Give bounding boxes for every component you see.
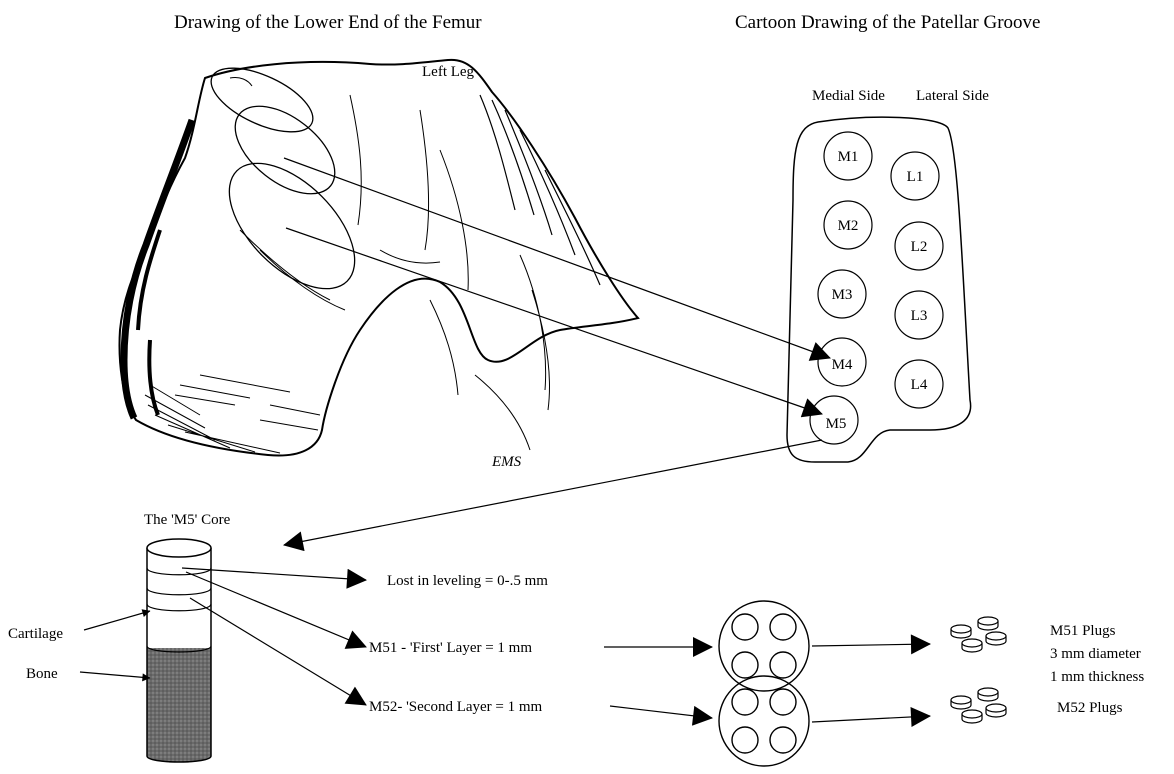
lateral-site-l3: L3 [895,291,943,339]
m52-plugs-title: M52 Plugs [1057,700,1123,716]
groove-title: Cartoon Drawing of the Patellar Groove [735,12,1041,33]
arrow-cartilage [84,611,150,630]
m4-label: M4 [832,357,853,373]
m51-disc [719,601,809,691]
arrow-m5-to-core [284,440,822,545]
lost-in-leveling-label: Lost in leveling = 0-.5 mm [387,573,548,589]
arrow-disc-to-m51-plugs [812,644,930,646]
medial-side-label: Medial Side [812,88,885,104]
lateral-site-l4: L4 [895,360,943,408]
l2-label: L2 [911,239,928,255]
core-top [147,539,211,557]
femur-title: Drawing of the Lower End of the Femur [174,12,482,33]
first-layer-label: M51 - 'First' Layer = 1 mm [369,640,532,656]
core-bone-section [147,648,211,756]
femur-site-middle [220,89,351,211]
lateral-side-label: Lateral Side [916,88,989,104]
femur-drawing [120,55,638,456]
groove-outline [787,117,971,462]
m1-label: M1 [838,149,859,165]
lateral-site-l2: L2 [895,222,943,270]
core-title: The 'M5' Core [144,512,231,528]
arrow-first-layer [186,572,366,647]
arrow-second-to-disc [610,706,712,718]
left-leg-label: Left Leg [422,64,475,80]
m52-plug-cluster [951,688,1006,723]
l3-label: L3 [911,308,928,324]
femur-site-top [202,55,322,145]
m51-plugs-thickness: 1 mm thickness [1050,669,1144,685]
lateral-site-l1: L1 [891,152,939,200]
femur-outline [120,60,638,456]
m51-plugs-diameter: 3 mm diameter [1050,646,1141,662]
l4-label: L4 [911,377,928,393]
cartilage-label: Cartilage [8,626,63,642]
m5-label: M5 [826,416,847,432]
second-layer-label: M52- 'Second Layer = 1 mm [369,699,543,715]
femur-site-lower [207,141,377,311]
medial-site-m3: M3 [818,270,866,318]
artist-mark: EMS [491,454,522,470]
core-cylinder [147,539,211,762]
femur-inner-strokes [240,95,549,450]
bone-label: Bone [26,666,58,682]
arrow-lost-layer [182,568,366,580]
femur-bottom-hatching [145,375,320,453]
medial-site-m2: M2 [824,201,872,249]
medial-site-m5: M5 [810,396,858,444]
femur-right-hatching [480,95,600,285]
m51-plug-cluster [951,617,1006,652]
l1-label: L1 [907,169,924,185]
m52-disc [719,676,809,766]
m3-label: M3 [832,287,853,303]
medial-site-m4: M4 [818,338,866,386]
arrow-second-layer [190,598,366,705]
m2-label: M2 [838,218,859,234]
arrow-bone [80,672,150,678]
medial-site-m1: M1 [824,132,872,180]
m51-plugs-title: M51 Plugs [1050,623,1116,639]
arrow-disc-to-m52-plugs [812,716,930,722]
